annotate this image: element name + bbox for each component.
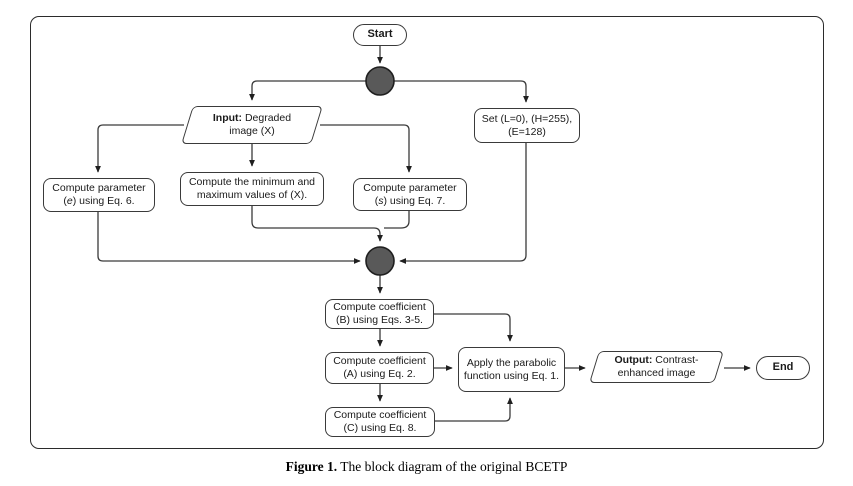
coeff-c-node: Compute coefficient (C) using Eq. 8. (325, 407, 435, 437)
coeff-b-label: Compute coefficient (B) using Eqs. 3-5. (333, 301, 426, 326)
edge-coeff-c-apply (435, 397, 513, 422)
figure-caption-number: Figure 1. (285, 459, 338, 474)
coeff-c-label: Compute coefficient (C) using Eq. 8. (333, 409, 427, 434)
input-label: Input: Degraded image (X) (212, 112, 292, 137)
edge-compute-e-junction2 (97, 212, 361, 264)
edge-compute-s-junction2 (384, 211, 410, 229)
set-values-label: Set (L=0), (H=255), (E=128) (481, 112, 573, 138)
set-values-node: Set (L=0), (H=255), (E=128) (474, 108, 580, 143)
junction-node-2 (365, 246, 395, 276)
figure-caption: Figure 1. The block diagram of the origi… (0, 459, 853, 475)
compute-s-label: Compute parameter (s) using Eq. 7. (363, 181, 457, 207)
apply-parabolic-node: Apply the parabolic function using Eq. 1… (458, 347, 565, 392)
start-node: Start (353, 24, 407, 46)
figure-caption-text: The block diagram of the original BCETP (337, 459, 568, 474)
compute-e-node: Compute parameter (e) using Eq. 6. (43, 178, 155, 212)
compute-minmax-node: Compute the minimum and maximum values o… (180, 172, 324, 206)
start-label: Start (367, 28, 393, 41)
output-label: Output: Contrast-enhanced image (614, 354, 699, 379)
apply-parabolic-label: Apply the parabolic function using Eq. 1… (463, 356, 560, 382)
edge-set-junction2 (399, 143, 527, 264)
end-node: End (756, 356, 810, 380)
edge-input-compute-e (95, 124, 184, 173)
edge-coeff-b-apply (434, 313, 513, 342)
end-label: End (772, 361, 794, 374)
coeff-b-node: Compute coefficient (B) using Eqs. 3-5. (325, 299, 434, 329)
edge-minmax-junction2 (251, 206, 383, 242)
output-node: Output: Contrast-enhanced image (588, 351, 725, 383)
edge-input-compute-s (320, 124, 412, 173)
junction-node-1 (365, 66, 395, 96)
compute-e-label: Compute parameter (e) using Eq. 6. (52, 182, 146, 207)
coeff-a-label: Compute coefficient (A) using Eq. 2. (333, 355, 426, 380)
input-node: Input: Degraded image (X) (181, 106, 323, 144)
edge-junction1-input (249, 80, 366, 101)
compute-s-node: Compute parameter (s) using Eq. 7. (353, 178, 467, 211)
edge-junction1-set (394, 80, 529, 103)
compute-minmax-label: Compute the minimum and maximum values o… (188, 176, 316, 201)
coeff-a-node: Compute coefficient (A) using Eq. 2. (325, 352, 434, 384)
